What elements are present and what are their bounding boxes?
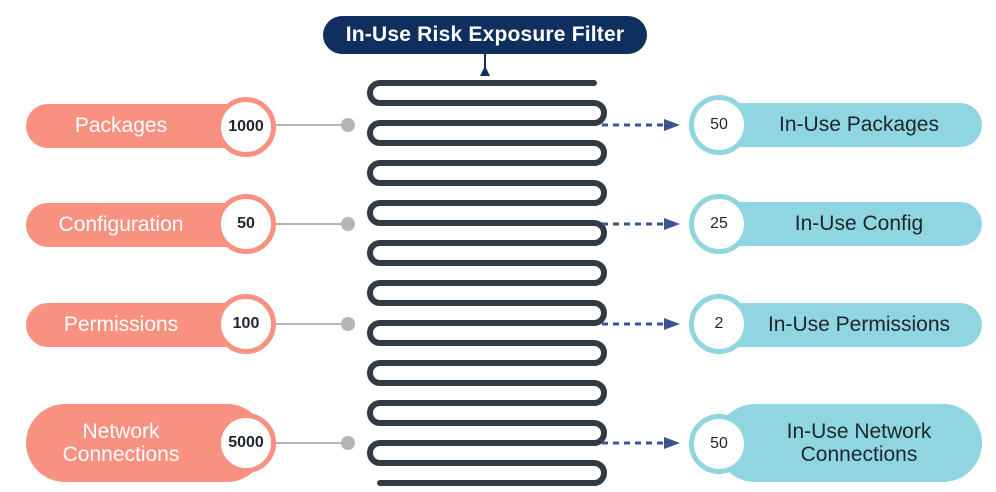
- output-arrow-head: [664, 437, 680, 449]
- output-label-text: In-Use Network Connections: [786, 419, 932, 466]
- input-count-text: 50: [237, 215, 255, 232]
- input-count-text: 100: [232, 315, 260, 332]
- input-label-network-connections: Network Connections: [26, 404, 266, 482]
- title-pointer-arrow: [480, 66, 490, 76]
- input-connector-dot: [341, 317, 355, 331]
- input-count-configuration: 50: [216, 194, 276, 254]
- output-label-in-use-config: In-Use Config: [716, 202, 982, 246]
- input-count-network-connections: 5000: [216, 413, 276, 473]
- output-count-text: 50: [710, 435, 728, 452]
- output-count-in-use-packages: 50: [689, 95, 749, 155]
- input-label-text: Packages: [74, 114, 168, 138]
- output-count-in-use-config: 25: [689, 194, 749, 254]
- output-count-text: 25: [710, 215, 728, 232]
- input-connector-dot: [341, 436, 355, 450]
- output-count-in-use-network-connections: 50: [689, 414, 749, 474]
- input-connector-dot: [341, 217, 355, 231]
- output-label-in-use-permissions: In-Use Permissions: [716, 303, 982, 347]
- input-count-packages: 1000: [216, 97, 276, 157]
- input-count-permissions: 100: [216, 294, 276, 354]
- output-label-in-use-packages: In-Use Packages: [716, 103, 982, 147]
- input-count-text: 5000: [228, 434, 264, 451]
- input-label-text: Network Connections: [62, 419, 180, 466]
- output-label-text: In-Use Permissions: [767, 313, 951, 337]
- output-arrow-head: [664, 318, 680, 330]
- input-count-text: 1000: [228, 118, 264, 135]
- output-label-in-use-network-connections: In-Use Network Connections: [716, 404, 982, 482]
- input-label-text: Permissions: [63, 313, 179, 337]
- input-label-text: Configuration: [58, 213, 184, 237]
- output-label-text: In-Use Packages: [779, 113, 939, 137]
- output-count-in-use-permissions: 2: [689, 294, 749, 354]
- output-arrow-head: [664, 218, 680, 230]
- output-count-text: 50: [710, 116, 728, 133]
- output-arrow-head: [664, 119, 680, 131]
- output-label-text: In-Use Config: [794, 212, 924, 236]
- output-count-text: 2: [714, 315, 724, 332]
- input-connector-dot: [341, 118, 355, 132]
- filter-title: In-Use Risk Exposure Filter: [323, 16, 647, 54]
- filter-coil: [367, 80, 607, 486]
